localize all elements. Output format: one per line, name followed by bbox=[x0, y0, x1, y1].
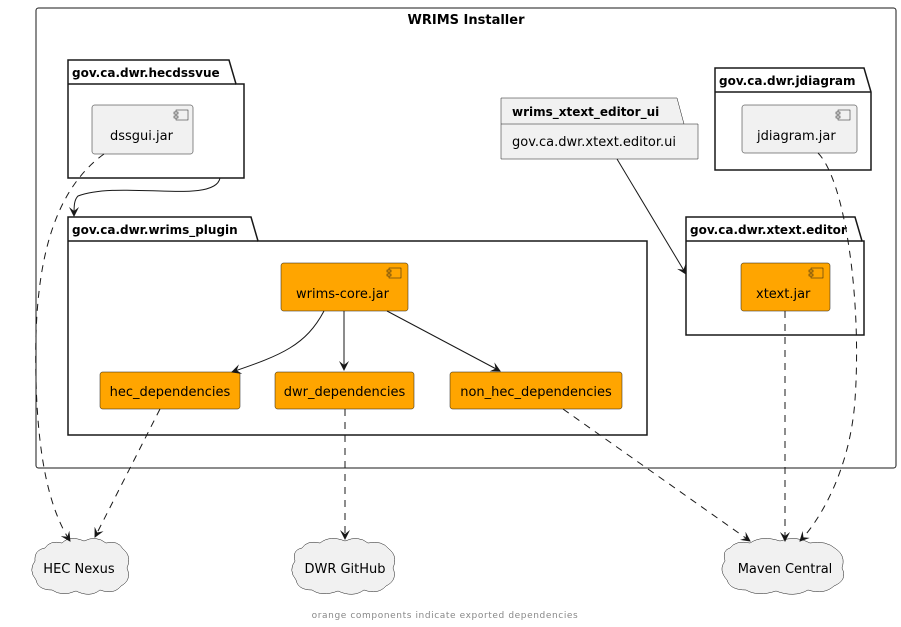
component-non-hec-dependencies: non_hec_dependencies bbox=[449, 371, 623, 410]
non-hec-dependencies-label: non_hec_dependencies bbox=[460, 385, 612, 400]
component-jdiagram: jdiagram.jar bbox=[741, 104, 858, 154]
component-dwr-dependencies: dwr_dependencies bbox=[274, 371, 415, 410]
component-icon bbox=[386, 267, 402, 279]
edge-hecdssvue-to-wrims-plugin bbox=[69, 177, 221, 217]
edge-xtext-editor-ui-to-xtext-editor bbox=[616, 158, 687, 275]
cloud-hec-nexus: HEC Nexus bbox=[31, 538, 130, 595]
xtext-label: xtext.jar bbox=[756, 287, 811, 302]
edge-wrims-core-to-hec-dependencies bbox=[231, 310, 325, 374]
package-wrims-xtext-editor-ui-label: wrims_xtext_editor_ui bbox=[512, 105, 659, 120]
component-dssgui: dssgui.jar bbox=[91, 104, 194, 155]
hec-dependencies-label: hec_dependencies bbox=[110, 385, 231, 400]
package-wrims-xtext-editor-ui-content: gov.ca.dwr.xtext.editor.ui bbox=[512, 135, 676, 150]
component-wrims-core: wrims-core.jar bbox=[280, 262, 409, 312]
installer-title: WRIMS Installer bbox=[408, 13, 526, 28]
component-hec-dependencies: hec_dependencies bbox=[99, 371, 241, 410]
package-hecdssvue-label: gov.ca.dwr.hecdssvue bbox=[72, 66, 220, 80]
hec-nexus-label: HEC Nexus bbox=[43, 562, 115, 577]
diagram-footer: orange components indicate exported depe… bbox=[312, 611, 579, 621]
jdiagram-label: jdiagram.jar bbox=[756, 129, 836, 144]
component-icon bbox=[835, 109, 851, 121]
package-jdiagram-label: gov.ca.dwr.jdiagram bbox=[719, 74, 855, 88]
cloud-dwr-github: DWR GitHub bbox=[291, 538, 396, 595]
component-xtext: xtext.jar bbox=[740, 262, 831, 312]
component-icon bbox=[173, 109, 189, 121]
cloud-maven-central: Maven Central bbox=[721, 538, 844, 595]
wrims-core-label: wrims-core.jar bbox=[296, 287, 390, 302]
dwr-dependencies-label: dwr_dependencies bbox=[284, 385, 406, 400]
edge-wrims-core-to-non-hec-dependencies bbox=[386, 310, 501, 372]
dwr-github-label: DWR GitHub bbox=[304, 562, 385, 577]
dssgui-label: dssgui.jar bbox=[110, 129, 174, 144]
edge-hec-dependencies-to-hec-nexus bbox=[94, 408, 161, 538]
edge-jdiagram-to-maven-central bbox=[799, 152, 858, 542]
package-xtext-editor-label: gov.ca.dwr.xtext.editor bbox=[690, 223, 847, 237]
package-wrims-xtext-editor-ui: wrims_xtext_editor_ui gov.ca.dwr.xtext.e… bbox=[500, 97, 699, 160]
maven-central-label: Maven Central bbox=[738, 562, 833, 577]
package-wrims-plugin-label: gov.ca.dwr.wrims_plugin bbox=[72, 223, 238, 238]
component-icon bbox=[808, 267, 824, 279]
edge-dssgui-to-hec-nexus bbox=[35, 153, 105, 542]
